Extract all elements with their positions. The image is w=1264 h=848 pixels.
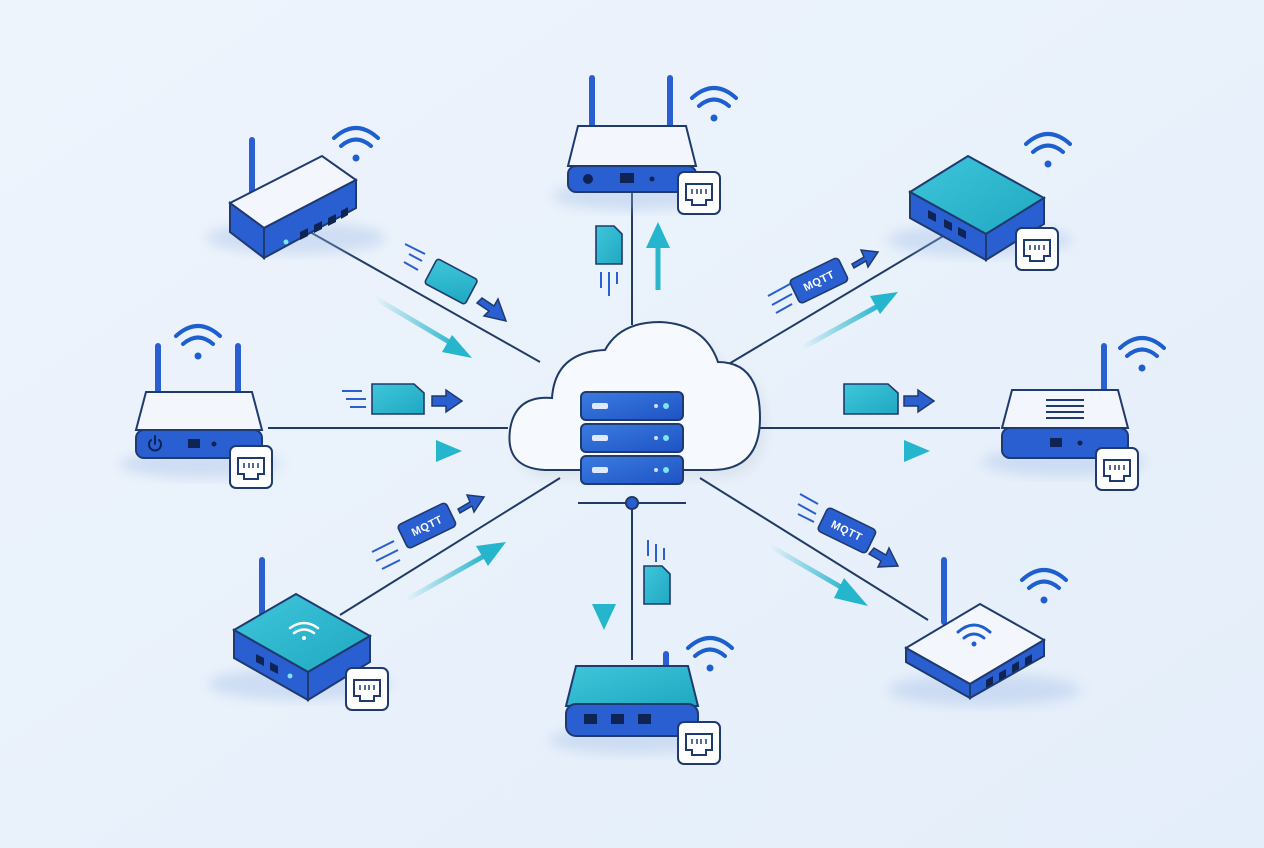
speed-lines [342, 390, 366, 408]
document-icon [595, 225, 623, 265]
wifi-icon [956, 623, 992, 647]
arrow-icon [903, 388, 936, 414]
flow-mid-right [816, 383, 936, 462]
arrow-icon [457, 494, 486, 515]
wifi-icon [1118, 336, 1166, 372]
flow-top-right: MQTT [767, 249, 898, 351]
wifi-icon [1024, 132, 1072, 168]
wifi-icon [1020, 568, 1068, 604]
wifi-icon [332, 126, 380, 162]
data-packet-icon [843, 383, 899, 415]
router-mid-right [982, 336, 1166, 491]
arrow-icon [475, 297, 508, 323]
router-bottom-left [208, 557, 392, 711]
flow-mid-left [342, 383, 464, 462]
connection-lines [268, 192, 1000, 660]
flow-top-center [595, 222, 670, 296]
line-top-right [721, 231, 951, 369]
router-top-right [888, 132, 1072, 271]
mqtt-packet: MQTT [789, 257, 849, 304]
mqtt-packet: MQTT [397, 502, 457, 549]
flow-arrow-icon [768, 543, 868, 606]
wifi-icon [174, 324, 222, 360]
flow-arrow-icon [373, 295, 472, 358]
flow-top-left [373, 243, 508, 358]
document-icon [643, 565, 671, 605]
flow-arrow-icon [816, 440, 930, 462]
flow-arrow-icon [800, 292, 898, 351]
router-mid-left [120, 324, 280, 489]
flow-bottom-center [592, 540, 671, 630]
power-icon [148, 435, 162, 452]
router-top-center [552, 75, 738, 215]
flow-bottom-left: MQTT [371, 494, 506, 603]
server-stack-icon [580, 391, 684, 485]
flow-arrow-icon [342, 440, 462, 462]
arrow-icon [851, 249, 880, 270]
arrow-icon [431, 388, 464, 414]
wifi-icon [690, 86, 738, 122]
ethernet-port-icon [1015, 227, 1059, 271]
ethernet-port-icon [229, 445, 273, 489]
wifi-icon [288, 621, 320, 640]
flow-arrow-icon [646, 222, 670, 290]
speed-lines [767, 283, 793, 314]
ethernet-port-icon [677, 721, 721, 765]
line-bottom-left [339, 477, 561, 616]
router-top-left [206, 126, 386, 261]
speed-lines [403, 243, 426, 271]
junction-node [625, 496, 639, 510]
ethernet-port-icon [677, 171, 721, 215]
ethernet-port-icon [1095, 447, 1139, 491]
flow-arrow-icon [592, 540, 616, 630]
data-packet-icon [371, 383, 425, 415]
speed-lines [600, 272, 618, 296]
router-bottom-center [550, 636, 734, 765]
flow-arrow-icon [404, 542, 506, 603]
line-top-left [309, 231, 541, 363]
mqtt-packet: MQTT [817, 507, 877, 554]
speed-lines [797, 493, 819, 523]
speed-lines [647, 540, 665, 562]
wifi-icon [686, 636, 734, 672]
ethernet-port-icon [345, 667, 389, 711]
data-packet-icon [424, 258, 478, 305]
cloud-server-hub [508, 320, 766, 485]
router-bottom-right [888, 557, 1080, 706]
speed-lines [371, 540, 401, 570]
arrow-icon [867, 546, 900, 568]
line-bottom-right [699, 477, 929, 621]
flow-bottom-right: MQTT [768, 493, 900, 606]
